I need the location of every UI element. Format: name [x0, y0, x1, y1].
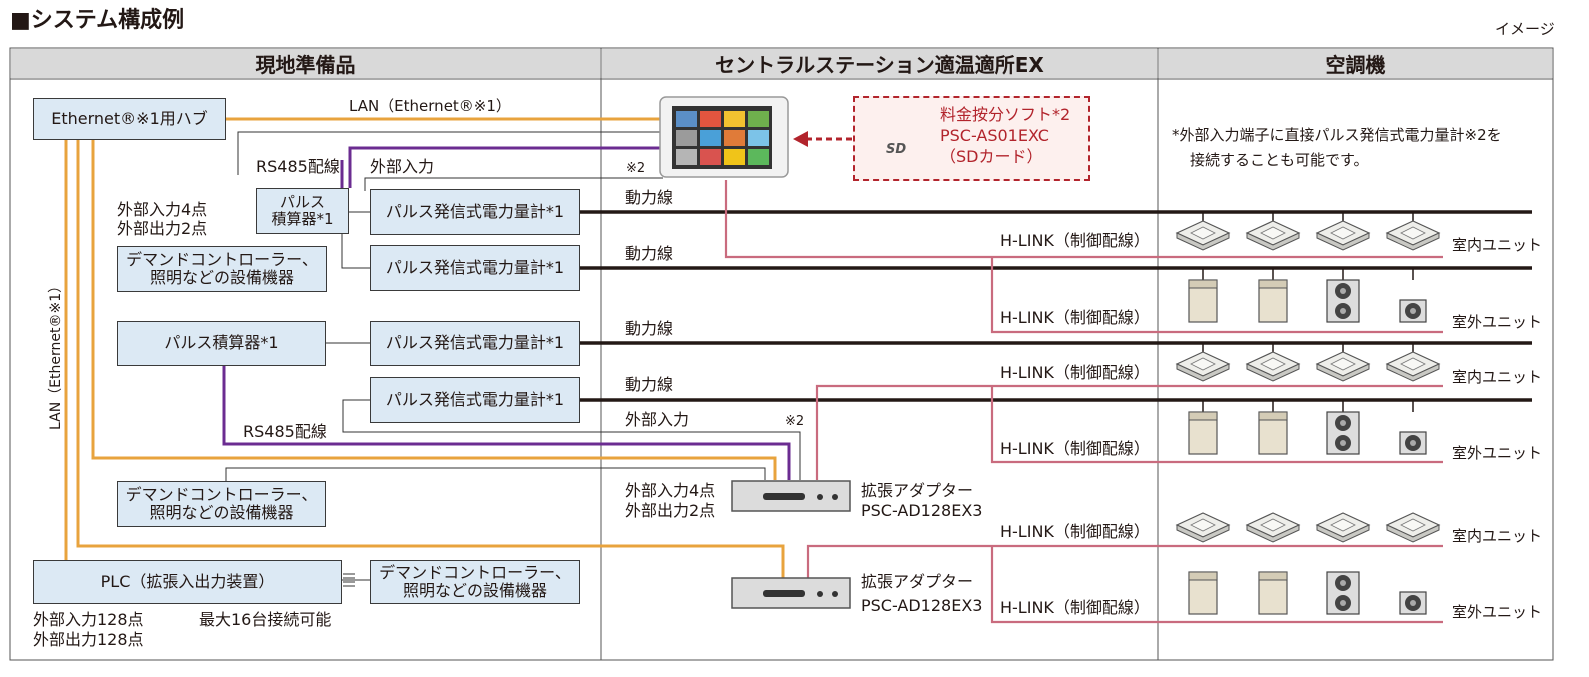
- indoor-unit-icon-r1-2: [1245, 212, 1301, 251]
- ext-out2-label-2: 外部出力2点: [625, 501, 716, 520]
- demand-controller-box-2: デマンドコントローラー、 照明などの設備機器: [117, 481, 326, 527]
- sd-card-label: （SDカード）: [940, 147, 1043, 166]
- aircon-note-line2: 接続することも可能です。: [1190, 151, 1369, 169]
- external-input-label-2: 外部入力: [625, 410, 690, 429]
- pulse-meter-box-1: パルス発信式電力量計*1: [370, 189, 580, 235]
- adapter-model-2: PSC-AD128EX3: [861, 596, 983, 615]
- page-title: ■システム構成例: [10, 8, 185, 33]
- indoor-unit-icon-r3-2: [1245, 512, 1301, 543]
- outdoor-unit-icon-r1-3: [1326, 279, 1360, 323]
- power-line-label-4: 動力線: [625, 375, 674, 394]
- outdoor-unit-label-1: 室外ユニット: [1452, 313, 1543, 331]
- indoor-unit-icon-r2-2: [1245, 343, 1301, 382]
- table-frame: [9, 47, 1554, 661]
- pulse-meter-box-3: パルス発信式電力量計*1: [370, 321, 580, 366]
- indoor-unit-label-2: 室内ユニット: [1452, 368, 1543, 386]
- indoor-unit-icon-r2-3: [1315, 343, 1371, 382]
- hlink-label-1: H-LINK（制御配線）: [1000, 231, 1150, 250]
- power-line-label-1: 動力線: [625, 188, 674, 207]
- aircon-units: [1175, 212, 1441, 615]
- outdoor-unit-icon-r2-1: [1188, 411, 1218, 455]
- lan-vertical-label: LAN（Ethernet®※1）: [48, 278, 64, 430]
- rs485-label-2: RS485配線: [243, 422, 327, 441]
- indoor-unit-icon-r3-4: [1385, 512, 1441, 543]
- pulse-integrator-box: パルス積算器*1: [117, 321, 326, 366]
- indoor-unit-icon-r1-1: [1175, 212, 1231, 251]
- signal-lines: [225, 131, 801, 581]
- lan-lines: [64, 117, 785, 578]
- header-central: セントラルステーション適温適所EX: [602, 49, 1157, 78]
- power-line-label-2: 動力線: [625, 244, 674, 263]
- power-line-label-3: 動力線: [625, 319, 674, 338]
- sd-arrow: [793, 131, 853, 147]
- adapter-name-1: 拡張アダプター: [861, 481, 974, 500]
- ext-in128-label: 外部入力128点: [33, 610, 144, 629]
- indoor-unit-icon-r1-4: [1385, 212, 1441, 251]
- pulse-meter-box-4: パルス発信式電力量計*1: [370, 377, 580, 423]
- outdoor-unit-label-3: 室外ユニット: [1452, 603, 1543, 621]
- sd-software-model: PSC-AS01EXC: [940, 126, 1049, 145]
- aircon-note-line1: *外部入力端子に直接パルス発信式電力量計※2を: [1172, 126, 1502, 144]
- note2-label-2: ※2: [785, 414, 805, 429]
- indoor-unit-icon-r2-4: [1385, 343, 1441, 382]
- central-station-tablet: [659, 96, 789, 178]
- outdoor-unit-icon-r2-2: [1258, 411, 1288, 455]
- sd-icon-label: SD: [886, 142, 907, 157]
- external-input-label-1: 外部入力: [370, 157, 435, 176]
- rs485-lines: [222, 146, 791, 480]
- adapter-name-2: 拡張アダプター: [861, 572, 974, 591]
- outdoor-unit-icon-r2-4: [1399, 431, 1427, 455]
- ext-in4-label-1: 外部入力4点: [117, 200, 208, 219]
- outdoor-unit-icon-r3-1: [1188, 571, 1218, 615]
- hlink-lines: [724, 180, 1443, 624]
- expansion-adapter-1: [731, 480, 851, 512]
- pulse-meter-box-2: パルス発信式電力量計*1: [370, 245, 580, 291]
- outdoor-unit-icon-r1-2: [1258, 279, 1288, 323]
- hlink-label-6: H-LINK（制御配線）: [1000, 598, 1150, 617]
- ext-out2-label-1: 外部出力2点: [117, 219, 208, 238]
- indoor-unit-label-1: 室内ユニット: [1452, 236, 1543, 254]
- header-local: 現地準備品: [11, 49, 600, 78]
- indoor-unit-icon-r3-3: [1315, 512, 1371, 543]
- image-note: イメージ: [1495, 20, 1555, 38]
- ethernet-hub-box: Ethernet®※1用ハブ: [33, 98, 226, 140]
- sd-software-text: 料金按分ソフト*2 PSC-AS01EXC （SDカード）: [940, 104, 1070, 167]
- header-aircon: 空調機: [1159, 49, 1552, 78]
- ext-out128-label: 外部出力128点: [33, 630, 144, 649]
- outdoor-unit-label-2: 室外ユニット: [1452, 444, 1543, 462]
- demand-controller-box-1: デマンドコントローラー、 照明などの設備機器: [117, 246, 327, 292]
- adapter-model-1: PSC-AD128EX3: [861, 501, 983, 520]
- note2-label-1: ※2: [626, 161, 646, 176]
- ext-in4-label-2: 外部入力4点: [625, 481, 716, 500]
- connector-icon: [343, 573, 355, 587]
- power-lines: [580, 210, 1532, 402]
- indoor-unit-icon-r3-1: [1175, 512, 1231, 543]
- indoor-unit-icon-r1-3: [1315, 212, 1371, 251]
- outdoor-unit-icon-r1-1: [1188, 279, 1218, 323]
- outdoor-unit-icon-r1-4: [1399, 299, 1427, 323]
- plc-box: PLC（拡張入出力装置）: [33, 560, 342, 604]
- hlink-label-2: H-LINK（制御配線）: [1000, 308, 1150, 327]
- sd-software-callout: [853, 96, 1090, 181]
- sd-software-name: 料金按分ソフト*2: [940, 105, 1071, 124]
- indoor-unit-label-3: 室内ユニット: [1452, 527, 1543, 545]
- indoor-unit-icon-r2-1: [1175, 343, 1231, 382]
- max16-label: 最大16台接続可能: [199, 610, 332, 629]
- hlink-label-5: H-LINK（制御配線）: [1000, 522, 1150, 541]
- outdoor-unit-icon-r3-2: [1258, 571, 1288, 615]
- expansion-adapter-2: [731, 577, 851, 609]
- outdoor-unit-icon-r3-4: [1399, 591, 1427, 615]
- rs485-label-1: RS485配線: [256, 157, 340, 176]
- hlink-label-3: H-LINK（制御配線）: [1000, 363, 1150, 382]
- lan-top-label: LAN（Ethernet®※1）: [349, 97, 511, 115]
- outdoor-unit-icon-r2-3: [1326, 411, 1360, 455]
- outdoor-unit-icon-r3-3: [1326, 571, 1360, 615]
- demand-controller-box-3: デマンドコントローラー、 照明などの設備機器: [370, 560, 580, 604]
- pulse-integrator-small-box: パルス 積算器*1: [256, 188, 349, 234]
- hlink-label-4: H-LINK（制御配線）: [1000, 439, 1150, 458]
